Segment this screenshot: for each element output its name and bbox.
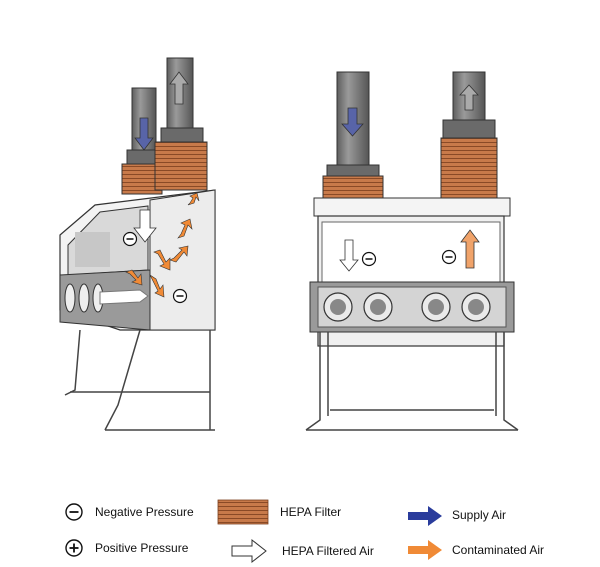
positive-pressure-label: Positive Pressure <box>95 541 189 555</box>
supply-air-label: Supply Air <box>452 508 507 522</box>
hepa-filter-swatch <box>217 499 269 525</box>
stand-left <box>64 329 215 431</box>
filtered-air-arrow-left <box>133 209 157 243</box>
supply-arrow-right <box>341 107 364 137</box>
front-view-cabinet <box>305 71 519 431</box>
side-view-cabinet <box>59 57 216 431</box>
hepa-filtered-air-label: HEPA Filtered Air <box>282 544 374 558</box>
hepa-filter-right-exhaust <box>440 137 498 199</box>
glove-ports-front <box>323 292 491 322</box>
hepa-filter-left-exhaust <box>154 141 208 191</box>
supply-air-arrow-icon <box>408 506 442 526</box>
operator-arm <box>99 289 149 305</box>
legend <box>65 499 442 564</box>
contaminated-air-arrows-left <box>125 192 200 298</box>
exhaust-arrow-right <box>459 84 479 111</box>
contaminated-air-label: Contaminated Air <box>452 543 545 557</box>
filtered-air-arrow-right <box>339 239 359 272</box>
contaminated-air-arrow-right <box>460 229 480 269</box>
stand-right <box>305 332 519 431</box>
hepa-filtered-air-arrow-icon <box>231 538 267 564</box>
hepa-filter-right-supply <box>322 175 384 201</box>
negative-pressure-label: Negative Pressure <box>95 505 194 519</box>
supply-arrow-left <box>134 117 154 151</box>
contaminated-air-arrow-icon <box>408 540 442 560</box>
hepa-filter-label: HEPA Filter <box>280 505 342 519</box>
exhaust-arrow-left <box>169 71 189 105</box>
